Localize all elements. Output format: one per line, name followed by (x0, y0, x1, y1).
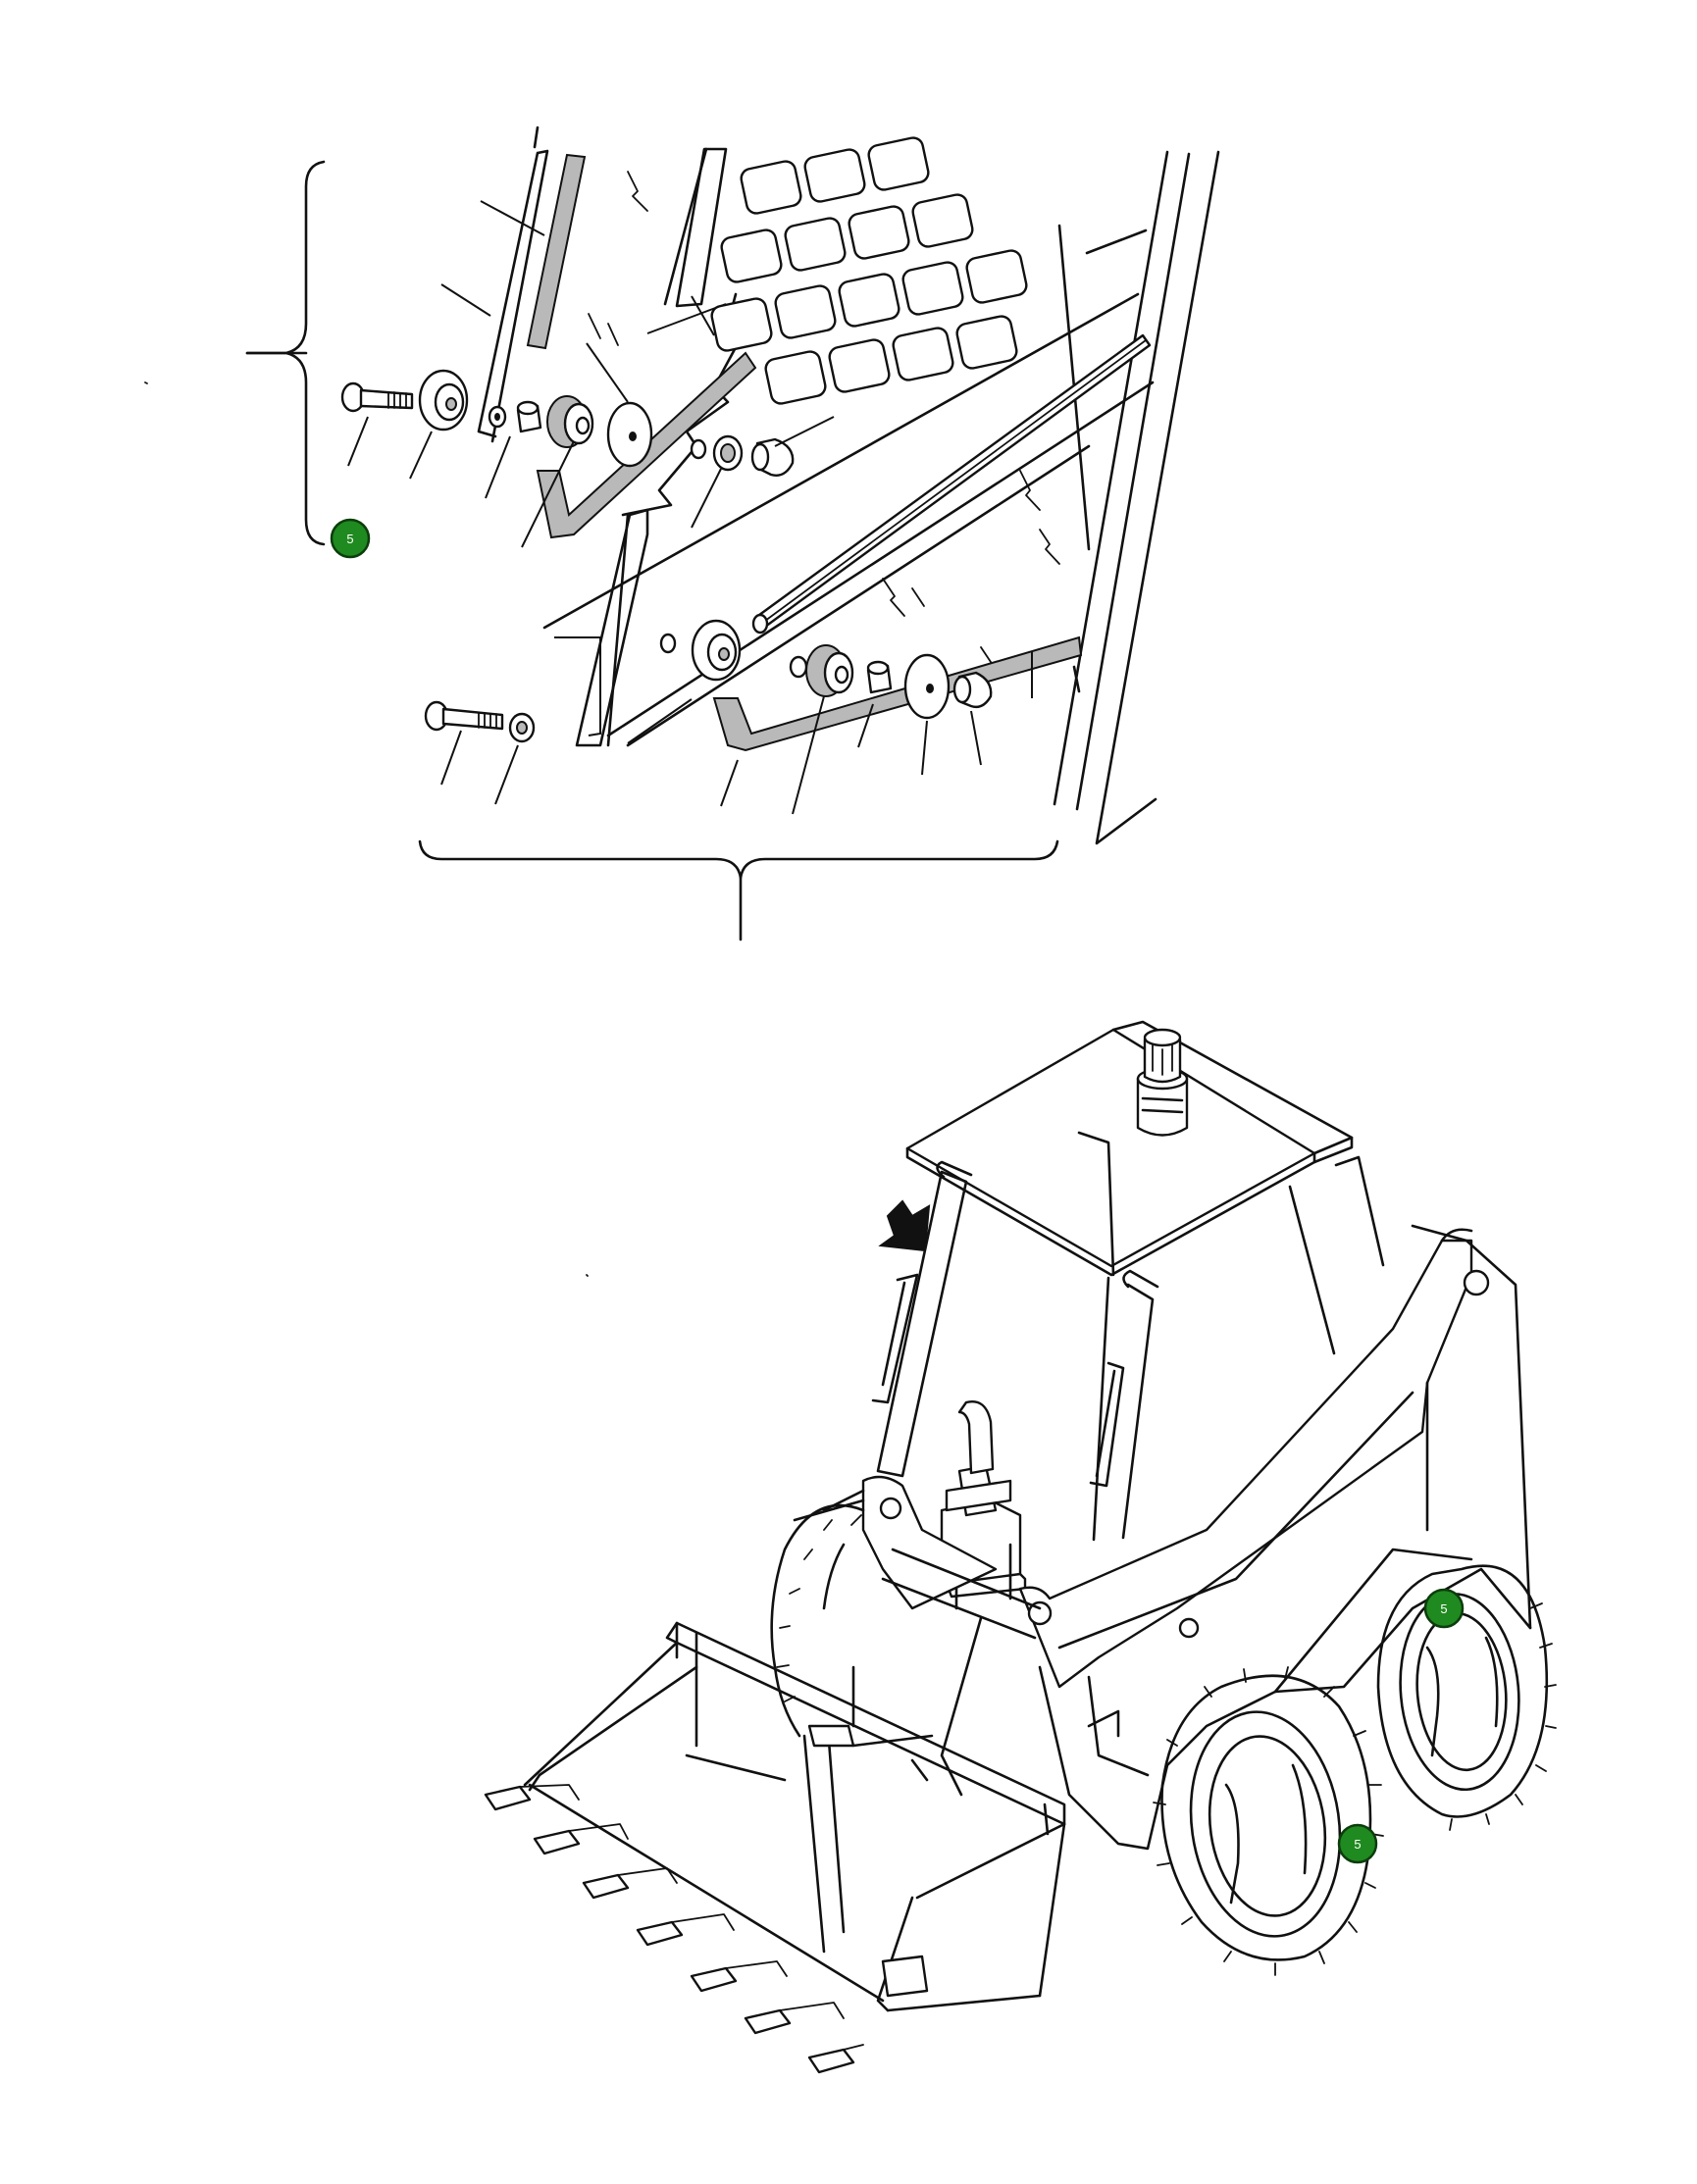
arrow-down-right-icon (878, 1199, 931, 1252)
bottom-grouping-bracket (418, 839, 1059, 880)
loader-bucket (484, 1621, 1066, 2074)
warning-beacon-icon (1136, 1028, 1189, 1137)
callout-circle (330, 518, 371, 559)
callout-marker-rear-wheel-bottom[interactable]: 5 (1337, 1823, 1378, 1864)
left-grouping-bracket (245, 160, 326, 546)
callout-circle (1337, 1823, 1378, 1864)
bucket-teeth (484, 1785, 855, 2074)
upper-leader-lines (347, 200, 835, 548)
front-right-tyre (1153, 1666, 1384, 1976)
callout-marker-rear-wheel-top[interactable]: 5 (1423, 1588, 1465, 1629)
left-front-tyre (770, 1503, 865, 1738)
vertical-seal-strip (526, 153, 587, 350)
upper-fastener-row (340, 369, 795, 477)
skid-steer-loader (484, 1020, 1557, 2074)
callout-label: 5 (1354, 1837, 1361, 1852)
lower-seal-channel (712, 635, 1083, 752)
lower-leader-lines (440, 636, 1033, 815)
callout-marker-detail[interactable]: 5 (330, 518, 371, 559)
lower-fastener-row (424, 619, 993, 743)
callout-label: 5 (346, 532, 353, 546)
cab-screen-grid (710, 136, 1028, 405)
window-exploded-detail (144, 126, 1220, 941)
right-lift-arm (1018, 1239, 1473, 1689)
callout-circle (1423, 1588, 1465, 1629)
cab-front-pillar (477, 149, 549, 443)
callout-label: 5 (1440, 1601, 1447, 1616)
